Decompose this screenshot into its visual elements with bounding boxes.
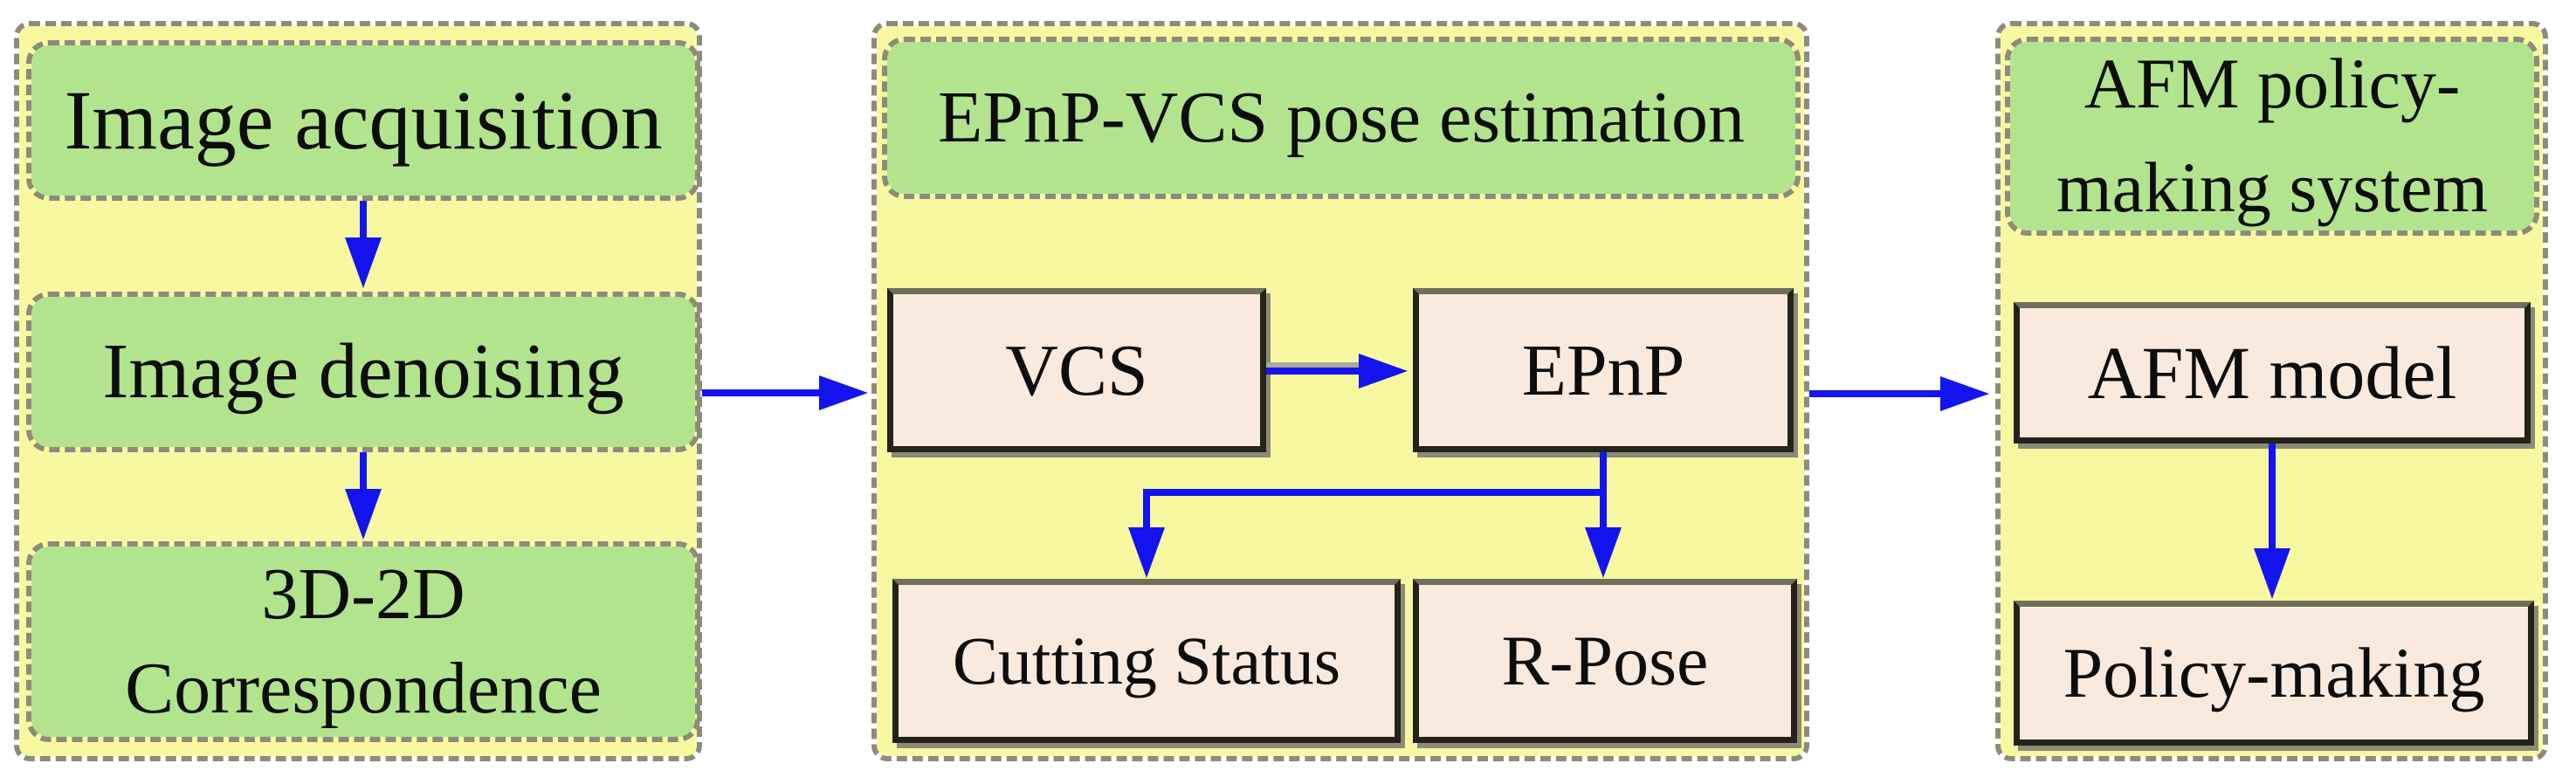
arrow-afm-to-policy-head-icon (2254, 548, 2290, 599)
arrow-denoising-to-correspondence-head-icon (345, 489, 382, 540)
arrow-epnp-to-afm-line (1809, 390, 1944, 397)
arrow-epnp-branch-horizontal-line (1143, 489, 1607, 496)
arrow-denoising-to-correspondence-line (360, 452, 367, 492)
arrow-afm-to-policy-line (2269, 444, 2276, 554)
arrow-branch-to-cutting-status-head-icon (1128, 527, 1165, 578)
arrow-acquisition-to-denoising-line (360, 201, 367, 243)
epnp-box: EPnP (1413, 288, 1794, 452)
arrow-vcs-to-epnp-head-icon (1359, 354, 1408, 389)
image-denoising-box: Image denoising (26, 292, 700, 452)
arrow-epnp-to-afm-head-icon (1940, 376, 1989, 411)
arrow-acquisition-to-denoising-head-icon (345, 237, 382, 288)
r-pose-box: R-Pose (1413, 579, 1797, 743)
arrow-branch-to-cutting-status-line (1143, 489, 1150, 533)
arrow-branch-to-rpose-line (1600, 489, 1607, 533)
image-acquisition-box: Image acquisition (26, 40, 700, 201)
pose-estimation-header: EPnP-VCS pose estimation (882, 37, 1801, 199)
policy-making-box: Policy-making (2014, 601, 2534, 746)
cutting-status-box: Cutting Status (892, 579, 1401, 743)
correspondence-box: 3D-2D Correspondence (26, 541, 700, 742)
policy-system-header: AFM policy- making system (2005, 37, 2539, 236)
arrow-branch-to-rpose-head-icon (1585, 527, 1622, 578)
arrow-denoising-to-vcs-head-icon (819, 375, 868, 410)
arrow-epnp-branch-stem-line (1600, 452, 1607, 496)
vcs-box: VCS (887, 288, 1266, 452)
afm-model-box: AFM model (2014, 302, 2531, 444)
arrow-vcs-to-epnp-line (1266, 368, 1362, 375)
arrow-denoising-to-vcs-line (702, 389, 821, 396)
